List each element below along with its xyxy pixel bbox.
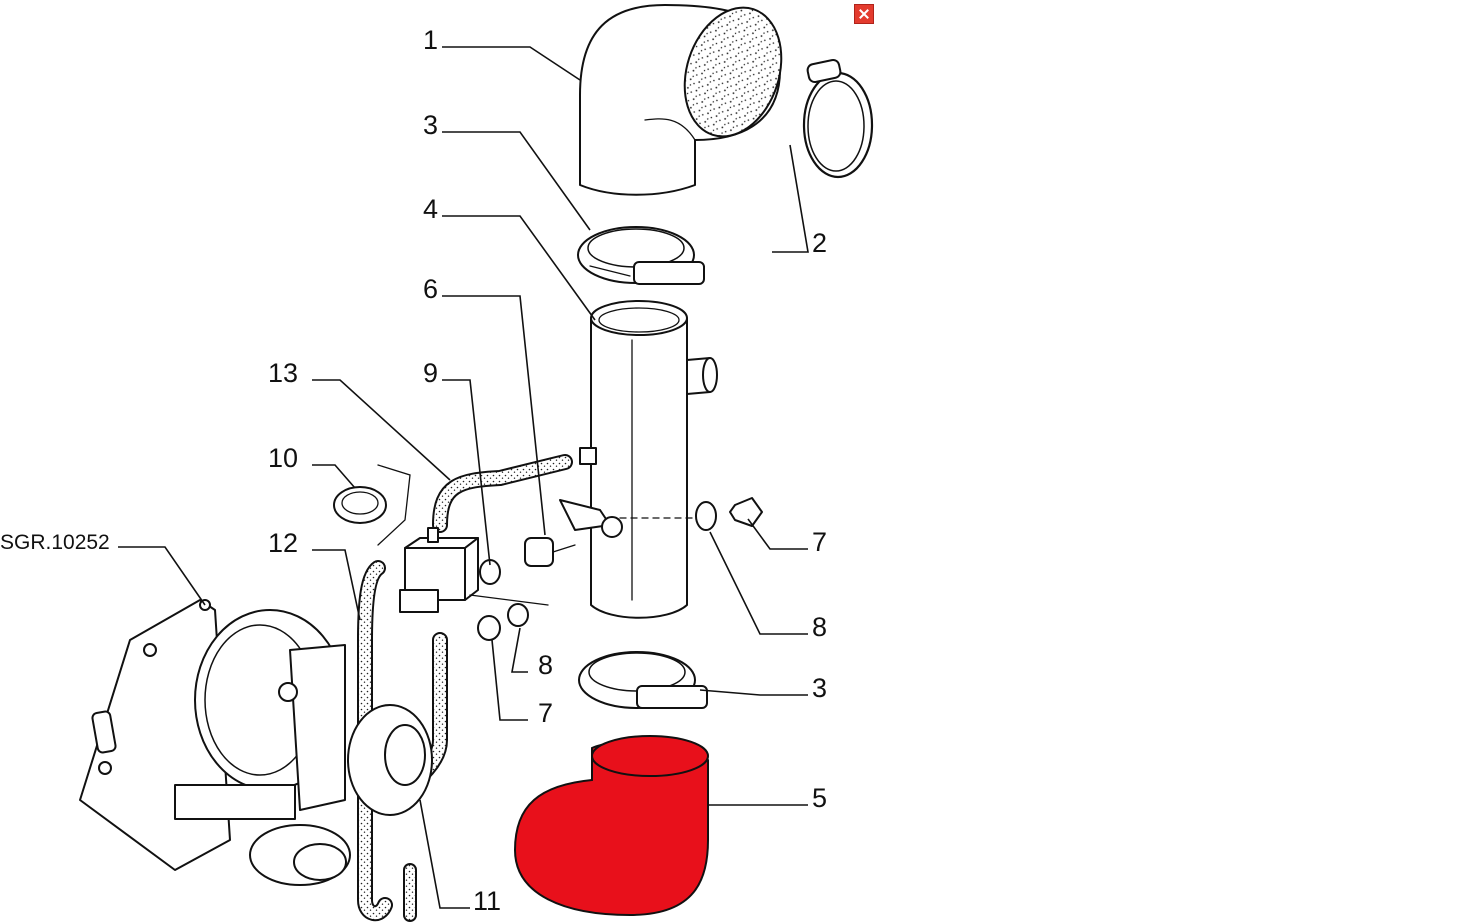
part-6-filter <box>524 499 623 567</box>
turbocharger-assembly <box>79 599 433 886</box>
callout-8-right: 8 <box>812 612 827 642</box>
part-3-upper-band-clamp <box>577 226 705 285</box>
part-4-intake-tube <box>590 300 718 619</box>
part-9-solenoid-valve <box>399 527 501 613</box>
callout-8-center: 8 <box>538 650 553 680</box>
part-1-upper-elbow-hose <box>579 4 783 196</box>
part-10-small-clamp <box>333 464 411 546</box>
leader-lines <box>118 46 809 909</box>
callout-6: 6 <box>423 274 438 304</box>
callout-5: 5 <box>812 783 827 813</box>
callout-3-lower: 3 <box>812 673 827 703</box>
close-icon[interactable] <box>854 4 874 24</box>
callout-10: 10 <box>268 443 298 473</box>
part-3-lower-band-clamp <box>578 651 708 709</box>
part-2-hose-clamp <box>802 58 874 179</box>
callout-1: 1 <box>423 25 438 55</box>
callout-labels: 1 2 3 4 6 13 9 10 12 7 8 3 5 8 7 11 SGR.… <box>0 25 827 916</box>
reference-code: SGR.10252 <box>0 531 110 554</box>
callout-3-upper: 3 <box>423 110 438 140</box>
callout-9: 9 <box>423 358 438 388</box>
callout-11: 11 <box>473 886 501 916</box>
callout-7-right: 7 <box>812 527 827 557</box>
part-5-lower-elbow-hose <box>513 735 709 917</box>
callout-12: 12 <box>268 528 298 558</box>
callout-7-center: 7 <box>538 698 553 728</box>
callout-2: 2 <box>812 228 827 258</box>
nuts-and-washers <box>469 497 763 641</box>
callout-13: 13 <box>268 358 298 388</box>
callout-4: 4 <box>423 194 438 224</box>
